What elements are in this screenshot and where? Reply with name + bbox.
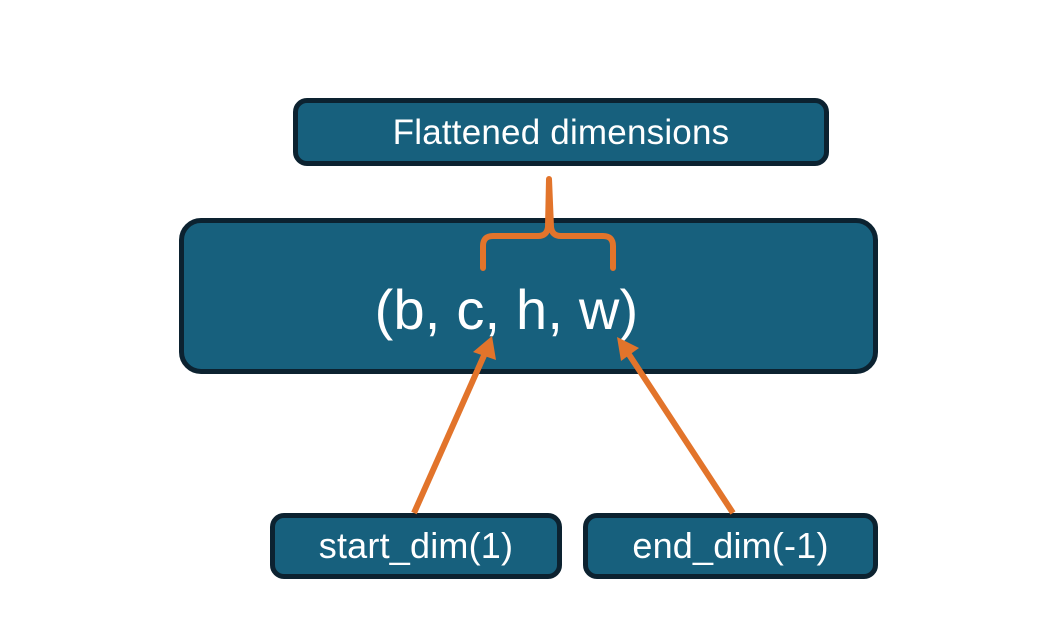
node-tensor-shape-label: (b, c, h, w) (374, 278, 639, 341)
node-end-dim: end_dim(-1) (583, 513, 878, 579)
node-end-dim-label: end_dim(-1) (632, 525, 829, 566)
node-tensor-shape: (b, c, h, w) (179, 218, 878, 374)
start-dim-arrow-line (411, 349, 489, 515)
end-dim-arrow-line (625, 351, 736, 515)
node-flattened-dimensions: Flattened dimensions (293, 98, 829, 166)
node-start-dim: start_dim(1) (270, 513, 562, 579)
node-flattened-dimensions-label: Flattened dimensions (392, 112, 730, 152)
node-start-dim-label: start_dim(1) (318, 525, 514, 566)
